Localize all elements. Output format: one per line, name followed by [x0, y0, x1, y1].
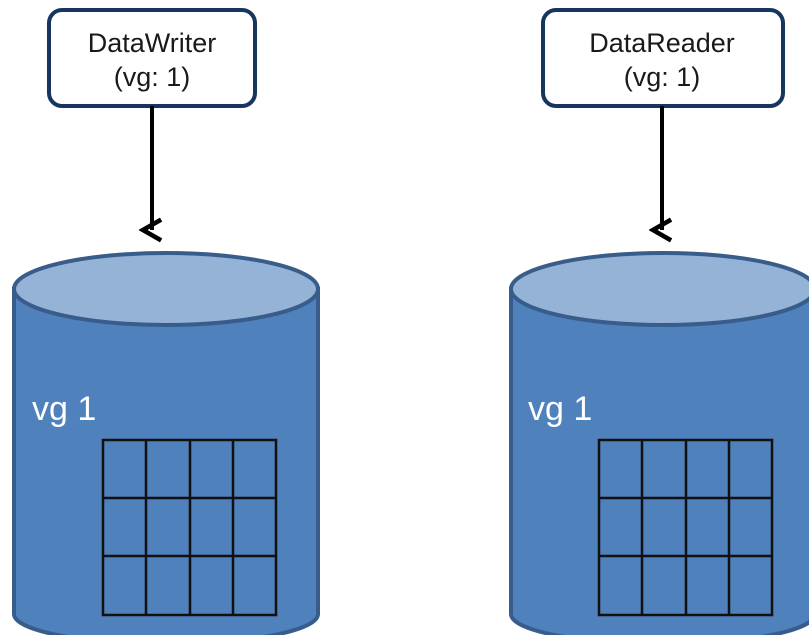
right-volume-cylinder: vg 1 [509, 251, 809, 635]
left-volume-label: vg 1 [32, 390, 96, 428]
data-reader-name: DataReader [589, 28, 735, 58]
data-writer-name: DataWriter [88, 28, 217, 58]
right-data-grid [597, 438, 774, 617]
data-reader-node: DataReader (vg: 1) [541, 8, 785, 108]
data-writer-group: (vg: 1) [114, 62, 191, 92]
data-writer-node: DataWriter (vg: 1) [47, 8, 257, 108]
left-cylinder-top [12, 251, 320, 327]
left-volume-cylinder: vg 1 [12, 251, 320, 635]
data-reader-group: (vg: 1) [624, 62, 701, 92]
right-cylinder-top [509, 251, 809, 327]
left-data-grid [101, 438, 278, 617]
right-cylinder-body [509, 287, 809, 635]
left-cylinder-body [12, 287, 320, 635]
right-volume-label: vg 1 [528, 390, 592, 428]
